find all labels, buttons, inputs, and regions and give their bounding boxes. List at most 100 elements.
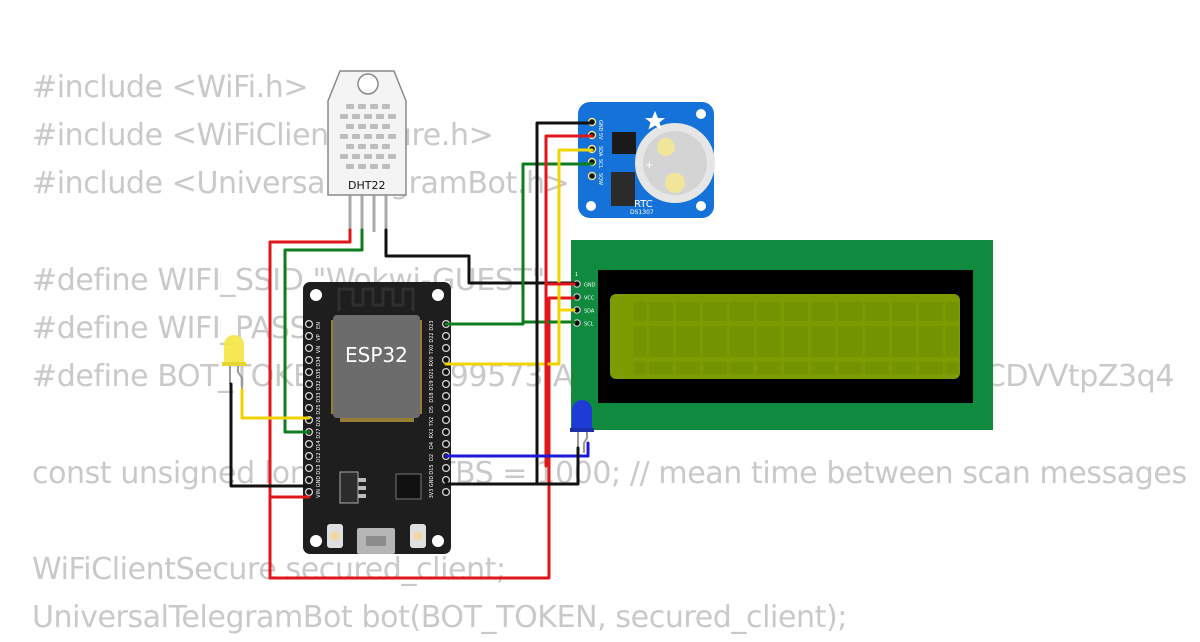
esp32-pin-right-tx2[interactable] xyxy=(441,415,451,425)
rtc-plus-mark: + xyxy=(645,160,653,171)
esp32-pin-label-left: D32 xyxy=(316,380,322,390)
lcd-pin-gnd[interactable]: GND xyxy=(573,280,596,289)
esp32-pin-label-right: RX2 xyxy=(429,428,435,438)
esp32-pin-left-vp[interactable] xyxy=(304,331,314,341)
esp32-pin-label-right: D19 xyxy=(429,380,435,390)
lcd-pin-vcc[interactable]: VCC xyxy=(573,293,595,302)
esp32-pin-label-left: D27 xyxy=(316,428,322,438)
esp32-pin-label-left: EN xyxy=(316,322,322,329)
code-line: WiFiClientSecure secured_client; xyxy=(32,551,506,587)
wire-dht-gnd xyxy=(384,228,576,285)
lcd-cell-grid xyxy=(634,302,958,374)
esp32-pin-right-d5[interactable] xyxy=(441,403,451,413)
esp32-pin-label-left: D35 xyxy=(316,368,322,378)
rtc-label: RTC xyxy=(634,199,653,210)
esp32-pin-label-right: 3V3 xyxy=(429,489,435,499)
esp32-pin-label-right: D21 xyxy=(429,368,435,378)
esp32-pin-right-d22[interactable] xyxy=(441,331,451,341)
esp32-label: ESP32 xyxy=(345,343,408,367)
rtc-pin-sqw xyxy=(587,171,597,181)
esp32-pin-right-d19[interactable] xyxy=(441,379,451,389)
lcd-pin-vcc-label: VCC xyxy=(584,296,595,302)
esp32-pin-label-left: VN xyxy=(316,346,322,353)
lcd-pin-scl[interactable]: SCL xyxy=(573,319,594,328)
lcd-pin1-label: 1 xyxy=(575,272,578,278)
esp32-pin-left-d14[interactable] xyxy=(304,439,314,449)
rtc-model: DS1307 xyxy=(630,209,654,216)
blue-led-body xyxy=(572,400,592,430)
esp32-pin-right-d15[interactable] xyxy=(441,463,451,473)
esp32-pin-left-en[interactable] xyxy=(304,319,314,329)
esp32-pin-left-gnd[interactable] xyxy=(304,475,314,485)
blue-led[interactable] xyxy=(570,400,594,453)
esp32-pin-label-right: TX0 xyxy=(429,345,435,356)
esp32-castellation-bottom xyxy=(340,418,414,422)
esp32-pin-right-d18[interactable] xyxy=(441,391,451,401)
code-line: #include <WiFi.h> xyxy=(32,70,309,105)
esp32-pin-right-gnd[interactable] xyxy=(441,475,451,485)
esp32-pin-label-left: D34 xyxy=(316,356,322,366)
esp32-pin-label-right: RX0 xyxy=(429,356,435,366)
wire-led-blue xyxy=(444,441,590,458)
esp32-pin-left-d12[interactable] xyxy=(304,451,314,461)
esp32-pin-right-d4[interactable] xyxy=(441,439,451,449)
esp32-pin-right-3v3[interactable] xyxy=(441,487,451,497)
esp32-pin-label-left: VP xyxy=(316,334,322,340)
esp32-pin-label-right: D23 xyxy=(429,320,435,330)
esp32-pin-label-left: D14 xyxy=(316,440,322,450)
esp32-pin-left-d34[interactable] xyxy=(304,355,314,365)
yellow-led-body xyxy=(224,335,244,363)
dht22-label: DHT22 xyxy=(348,179,385,192)
esp32-pin-right-tx0[interactable] xyxy=(441,343,451,353)
usb-uart-chip xyxy=(395,473,422,500)
dht22-grille xyxy=(340,104,396,169)
dht22-sensor[interactable]: DHT22 xyxy=(327,70,407,232)
rtc-pin-label-gnd: GND xyxy=(597,120,603,132)
esp32-pin-label-left: D25 xyxy=(316,404,322,414)
esp32-pin-label-right: D5 xyxy=(429,406,435,413)
esp32-pin-right-d21[interactable] xyxy=(441,367,451,377)
esp32-pin-label-left: D12 xyxy=(316,452,322,462)
esp32-pin-left-d33[interactable] xyxy=(304,391,314,401)
rtc-pin-label-sqw: SQW xyxy=(597,173,603,185)
esp32-pin-label-left: D26 xyxy=(316,416,322,426)
rtc-pin-label-scl: SCL xyxy=(597,159,603,169)
rtc-module[interactable]: + RTC DS1307 GND 5V SDA SCL SQW xyxy=(578,102,715,218)
code-background: #include <WiFi.h>#include <WiFiClientSec… xyxy=(32,64,1187,642)
rtc-pin-label-5v: 5V xyxy=(597,133,603,140)
esp32-pin-label-left: VIN xyxy=(316,489,322,498)
esp32-pin-left-d32[interactable] xyxy=(304,379,314,389)
wire-lcd-sda xyxy=(444,162,594,326)
esp32-pin-left-vin[interactable] xyxy=(304,487,314,497)
esp32-antenna xyxy=(337,287,415,311)
lcd-pin-sda-label: SDA xyxy=(584,309,595,315)
rtc-ic xyxy=(612,132,636,154)
esp32-pin-left-d25[interactable] xyxy=(304,403,314,413)
wire-dht-data xyxy=(283,228,364,434)
code-line: UniversalTelegramBot bot(BOT_TOKEN, secu… xyxy=(32,600,848,636)
dht22-mount-hole xyxy=(357,73,379,95)
esp32-pin-label-right: D22 xyxy=(429,332,435,342)
wire-rtc-gnd xyxy=(444,121,594,486)
lcd-display[interactable]: 1 GND VCC SDA SCL xyxy=(571,240,993,430)
rtc-crystal xyxy=(611,172,635,206)
adafruit-logo-icon xyxy=(645,111,665,130)
esp32-pin-left-d13[interactable] xyxy=(304,463,314,473)
esp32-pin-left-vn[interactable] xyxy=(304,343,314,353)
esp32-pin-label-left: GND xyxy=(316,476,322,488)
wire-dht-vcc xyxy=(268,228,576,580)
lcd-pin-sda[interactable]: SDA xyxy=(573,306,595,315)
esp32-pin-right-rx2[interactable] xyxy=(441,427,451,437)
esp32-module xyxy=(333,315,420,418)
rtc-pin-label-sda: SDA xyxy=(597,146,603,157)
esp32-pin-left-d35[interactable] xyxy=(304,367,314,377)
yellow-led[interactable] xyxy=(222,335,246,390)
esp32-pin-label-left: D33 xyxy=(316,392,322,402)
esp32-pin-label-right: TX2 xyxy=(429,417,435,428)
wire-esp-gnd-left xyxy=(229,382,311,488)
voltage-regulator xyxy=(339,471,359,504)
esp32-pin-right-rx0[interactable] xyxy=(441,355,451,365)
wire-led-yellow xyxy=(240,388,311,420)
wire-rtc-5v xyxy=(544,134,594,286)
